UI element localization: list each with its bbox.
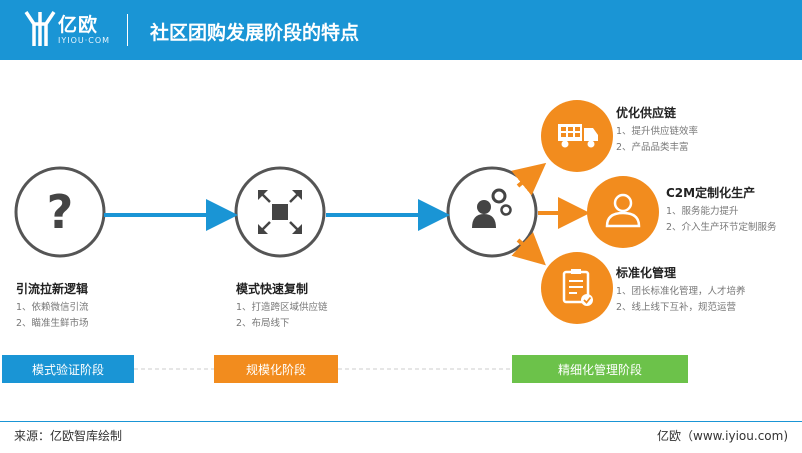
page-title: 社区团购发展阶段的特点 — [150, 22, 360, 44]
branch-2-note-2: 2、介入生产环节定制服务 — [666, 222, 777, 233]
branch-3-notes: 1、团长标准化管理，人才培养 2、线上线下互补，规范运营 — [616, 284, 746, 316]
branch-3-title: 标准化管理 — [616, 266, 677, 280]
header-divider — [127, 14, 128, 46]
brand-footer: 亿欧（www.iyiou.com) — [657, 429, 788, 443]
yiou-logo-icon — [24, 11, 56, 46]
branch-circle-3 — [541, 252, 613, 324]
stage-1-notes: 1、依赖微信引流 2、瞄准生鲜市场 — [16, 300, 89, 332]
stage-2-note-2: 2、布局线下 — [236, 318, 290, 329]
person-icon — [605, 193, 641, 228]
branch-1-notes: 1、提升供应链效率 2、产品品类丰富 — [616, 124, 698, 156]
stage-circle-1: ? — [14, 166, 106, 258]
footer-divider — [0, 421, 802, 422]
branch-1-note-1: 1、提升供应链效率 — [616, 126, 699, 137]
phase-scaling: 规模化阶段 — [214, 355, 338, 383]
logo-subtext: IYIOU·COM — [58, 36, 111, 45]
stage-1-title: 引流拉新逻辑 — [16, 282, 89, 296]
stage-1-note-2: 2、瞄准生鲜市场 — [16, 318, 89, 329]
question-icon: ? — [47, 185, 74, 239]
branch-1-title: 优化供应链 — [616, 106, 677, 120]
stage-2-notes: 1、打造跨区域供应链 2、布局线下 — [236, 300, 328, 332]
branch-3-note-2: 2、线上线下互补，规范运营 — [616, 302, 737, 313]
clipboard-check-icon — [562, 269, 593, 306]
branch-circle-2 — [587, 176, 659, 248]
diagram-graphics: ? — [14, 100, 659, 370]
branch-circle-1 — [541, 100, 613, 172]
logo-text: 亿欧 — [58, 14, 99, 36]
arrow-branch-3 — [511, 232, 546, 266]
phase-refinement: 精细化管理阶段 — [512, 355, 688, 383]
gears-person-icon — [472, 188, 512, 228]
phase-validation: 模式验证阶段 — [2, 355, 134, 383]
stage-1-note-1: 1、依赖微信引流 — [16, 302, 89, 313]
stage-2-title: 模式快速复制 — [236, 282, 309, 296]
expand-icon — [258, 190, 302, 234]
branch-1-note-2: 2、产品品类丰富 — [616, 142, 689, 153]
branch-2-notes: 1、服务能力提升 2、介入生产环节定制服务 — [666, 204, 777, 236]
arrow-branch-1 — [511, 162, 547, 196]
stage-circle-2 — [234, 166, 326, 258]
stage-2-note-1: 1、打造跨区域供应链 — [236, 302, 328, 313]
branch-2-title: C2M定制化生产 — [666, 186, 756, 200]
branch-2-note-1: 1、服务能力提升 — [666, 206, 739, 217]
process-diagram: ? — [0, 60, 802, 420]
branch-3-note-1: 1、团长标准化管理，人才培养 — [616, 286, 746, 297]
header-bar: 亿欧 IYIOU·COM 社区团购发展阶段的特点 — [0, 0, 802, 60]
source-note: 来源：亿欧智库绘制 — [14, 429, 123, 443]
